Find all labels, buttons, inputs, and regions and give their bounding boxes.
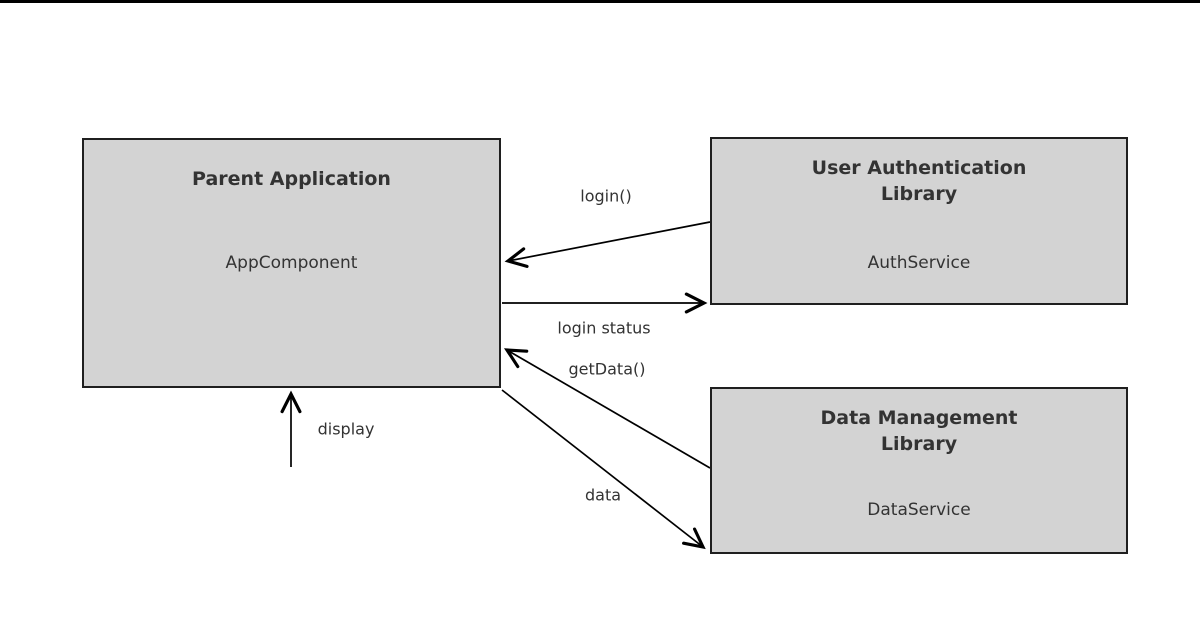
node-subtitle: AppComponent bbox=[225, 253, 358, 273]
node-title: Data Management Library bbox=[820, 407, 1018, 455]
edge-line-data bbox=[501, 389, 706, 550]
edge-label-login-status: login status bbox=[557, 318, 651, 338]
edge-label-data: data bbox=[584, 485, 622, 505]
edge-line-getdata bbox=[503, 348, 711, 469]
node-subtitle: DataService bbox=[867, 500, 971, 520]
edge-label-display: display bbox=[317, 419, 375, 439]
top-border-bar bbox=[0, 0, 1200, 3]
edge-line-login bbox=[504, 221, 711, 268]
edge-label-login: login() bbox=[580, 186, 632, 206]
node-subtitle: AuthService bbox=[867, 253, 971, 273]
node-title: User Authentication Library bbox=[811, 157, 1027, 205]
node-title: Parent Application bbox=[192, 168, 391, 190]
edge-label-getdata: getData() bbox=[568, 359, 646, 379]
